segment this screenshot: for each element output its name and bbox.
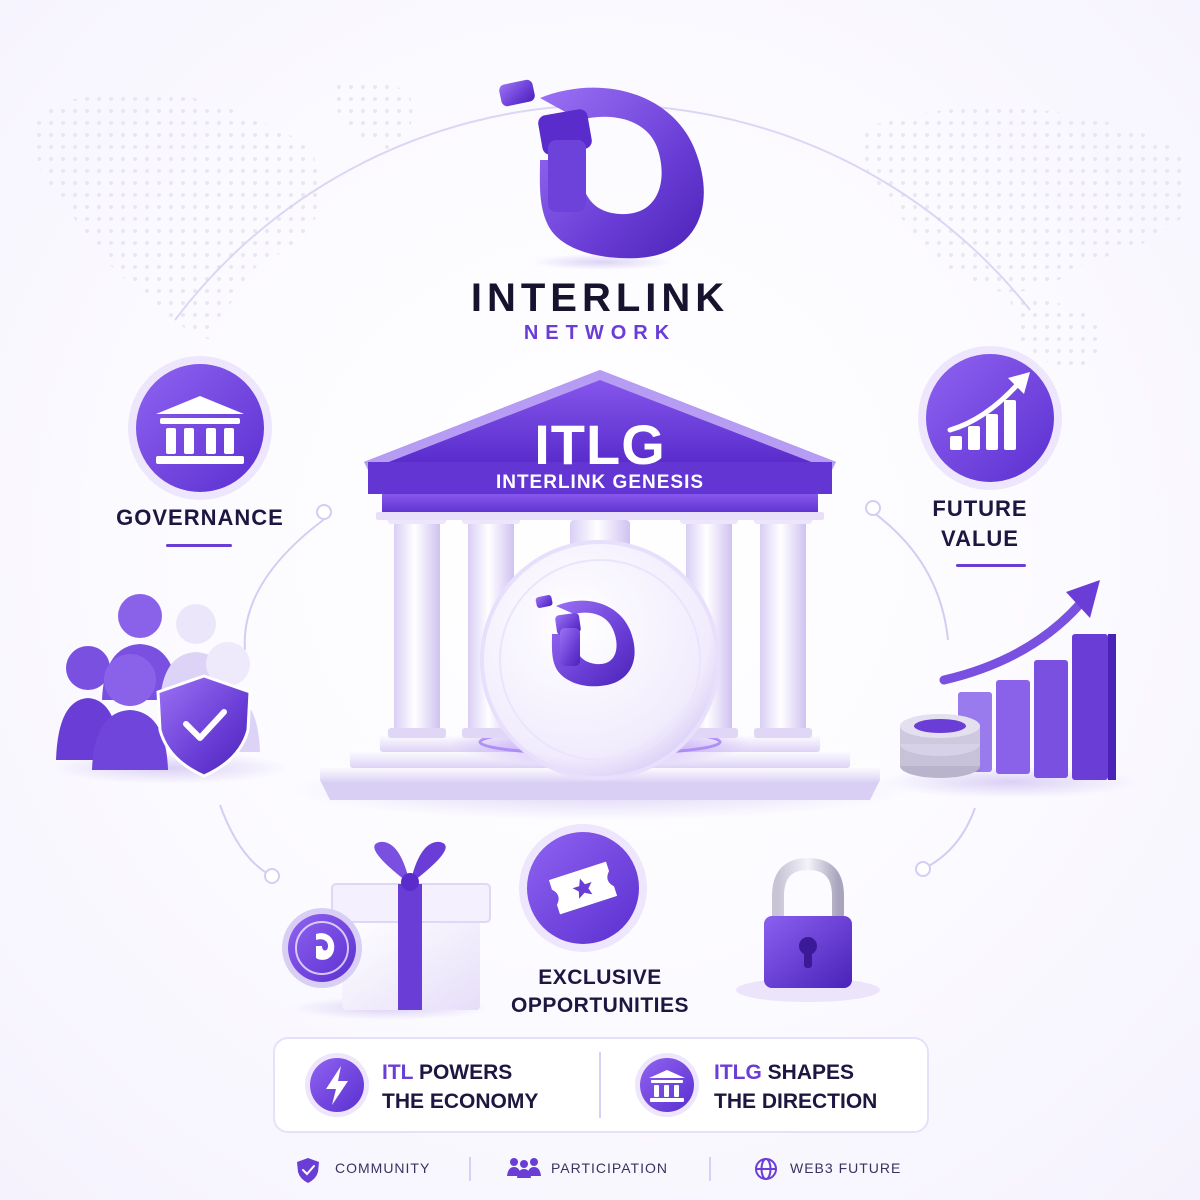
- footer-web3-future: WEB3 FUTURE: [790, 1160, 902, 1176]
- banner-left-text: ITL POWERS THE ECONOMY: [382, 1058, 582, 1116]
- banner-left-line2: THE ECONOMY: [382, 1090, 539, 1113]
- governance-underline: [166, 544, 232, 547]
- community-shield-illustration: [50, 594, 290, 784]
- banner-left-rest: POWERS: [413, 1061, 513, 1084]
- lock-icon: [736, 857, 880, 1002]
- exclusive-line1: EXCLUSIVE: [538, 966, 662, 989]
- temple-title: ITLG: [534, 413, 666, 476]
- banner-left-line1: ITL POWERS: [382, 1058, 582, 1087]
- future-value-underline: [956, 564, 1026, 567]
- footer-participation: PARTICIPATION: [551, 1160, 668, 1176]
- bank-icon: [156, 396, 244, 464]
- governance-label: GOVERNANCE: [116, 505, 284, 530]
- ticket-star-icon: [548, 861, 618, 915]
- brand-subtitle: NETWORK: [523, 322, 677, 344]
- future-value-line2: VALUE: [941, 526, 1019, 551]
- governance-badge: [128, 356, 272, 500]
- banner-right-line1: ITLG SHAPES: [714, 1058, 914, 1087]
- interlink-logo-icon: [499, 79, 704, 270]
- footer-community: COMMUNITY: [335, 1160, 431, 1176]
- banner-right-line2: THE DIRECTION: [714, 1090, 878, 1113]
- temple-subtitle: INTERLINK GENESIS: [495, 472, 705, 493]
- banner-bank-icon: [635, 1053, 699, 1117]
- banner-right-text: ITLG SHAPES THE DIRECTION: [714, 1058, 914, 1116]
- connector-nodes: [264, 500, 931, 884]
- exclusive-line2: OPPORTUNITIES: [510, 994, 690, 1017]
- banner-left-accent: ITL: [382, 1061, 414, 1084]
- itlg-temple: [290, 370, 910, 820]
- people-group-icon: [507, 1158, 541, 1178]
- growth-chart-icon: [947, 372, 1030, 450]
- brand-title: INTERLINK: [470, 276, 730, 320]
- coin-logo-icon: [535, 595, 635, 687]
- gift-box-illustration: [282, 841, 491, 1020]
- banner-card: [273, 1037, 929, 1133]
- exclusive-opportunities-label: EXCLUSIVE OPPORTUNITIES: [460, 964, 740, 1020]
- world-map-background: [30, 77, 1190, 370]
- future-value-line1: FUTURE: [932, 496, 1028, 521]
- future-value-label: FUTURE VALUE: [880, 494, 1080, 554]
- banner-right-accent: ITLG: [714, 1061, 762, 1084]
- growth-bars-illustration: [880, 580, 1140, 798]
- future-value-badge: [918, 346, 1062, 490]
- lightning-icon: [305, 1053, 369, 1117]
- shield-check-icon: [297, 1158, 319, 1183]
- exclusive-badge: [519, 824, 647, 952]
- globe-icon: [755, 1158, 777, 1180]
- banner-right-rest: SHAPES: [761, 1061, 855, 1084]
